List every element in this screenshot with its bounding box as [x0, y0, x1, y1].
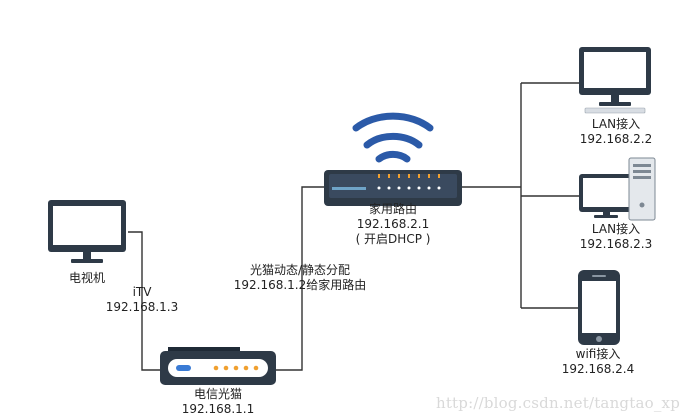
itv-label: iTV 192.168.1.3 — [92, 285, 192, 315]
router-label: 家用路由 192.168.2.1 ( 开启DHCP ) — [333, 202, 453, 247]
lan1-ip: 192.168.2.2 — [579, 132, 653, 146]
tv-label: 电视机 — [68, 271, 105, 285]
desktop-pc-icon — [579, 157, 656, 221]
itv-name: iTV — [132, 285, 152, 299]
lan2-name: LAN接入 — [591, 222, 641, 236]
router-name: 家用路由 — [368, 202, 417, 216]
modem-ip: 192.168.1.1 — [181, 402, 255, 416]
wifi-ip: 192.168.2.4 — [561, 362, 635, 376]
modem-icon — [160, 347, 276, 385]
connection-lines — [128, 82, 579, 371]
modem-link-line2: 192.168.1.2给家用路由 — [233, 278, 367, 292]
router-note: ( 开启DHCP ) — [355, 232, 431, 246]
desktop-monitor-icon — [579, 47, 651, 114]
lan2-ip: 192.168.2.3 — [579, 237, 653, 251]
router-icon — [324, 170, 462, 206]
wifi-signal-icon — [352, 112, 434, 163]
smartphone-icon — [578, 270, 620, 345]
modem-link-line1: 光猫动态/静态分配 — [249, 263, 351, 277]
tv-to-modem-line — [128, 231, 165, 371]
router-ip: 192.168.2.1 — [356, 217, 430, 231]
modem-name: 电信光猫 — [193, 387, 242, 401]
wifi-name: wifi接入 — [575, 347, 621, 361]
wifi-label: wifi接入 192.168.2.4 — [538, 347, 658, 377]
lan2-label: LAN接入 192.168.2.3 — [556, 222, 676, 252]
itv-ip: 192.168.1.3 — [105, 300, 179, 314]
modem-link-label: 光猫动态/静态分配 192.168.1.2给家用路由 — [220, 263, 380, 293]
tv-icon — [48, 200, 126, 263]
modem-to-router-line — [275, 186, 325, 371]
lan1-label: LAN接入 192.168.2.2 — [556, 117, 676, 147]
modem-label: 电信光猫 192.168.1.1 — [158, 387, 278, 417]
lan1-name: LAN接入 — [591, 117, 641, 131]
watermark: http://blog.csdn.net/tangtao_xp — [435, 394, 680, 412]
